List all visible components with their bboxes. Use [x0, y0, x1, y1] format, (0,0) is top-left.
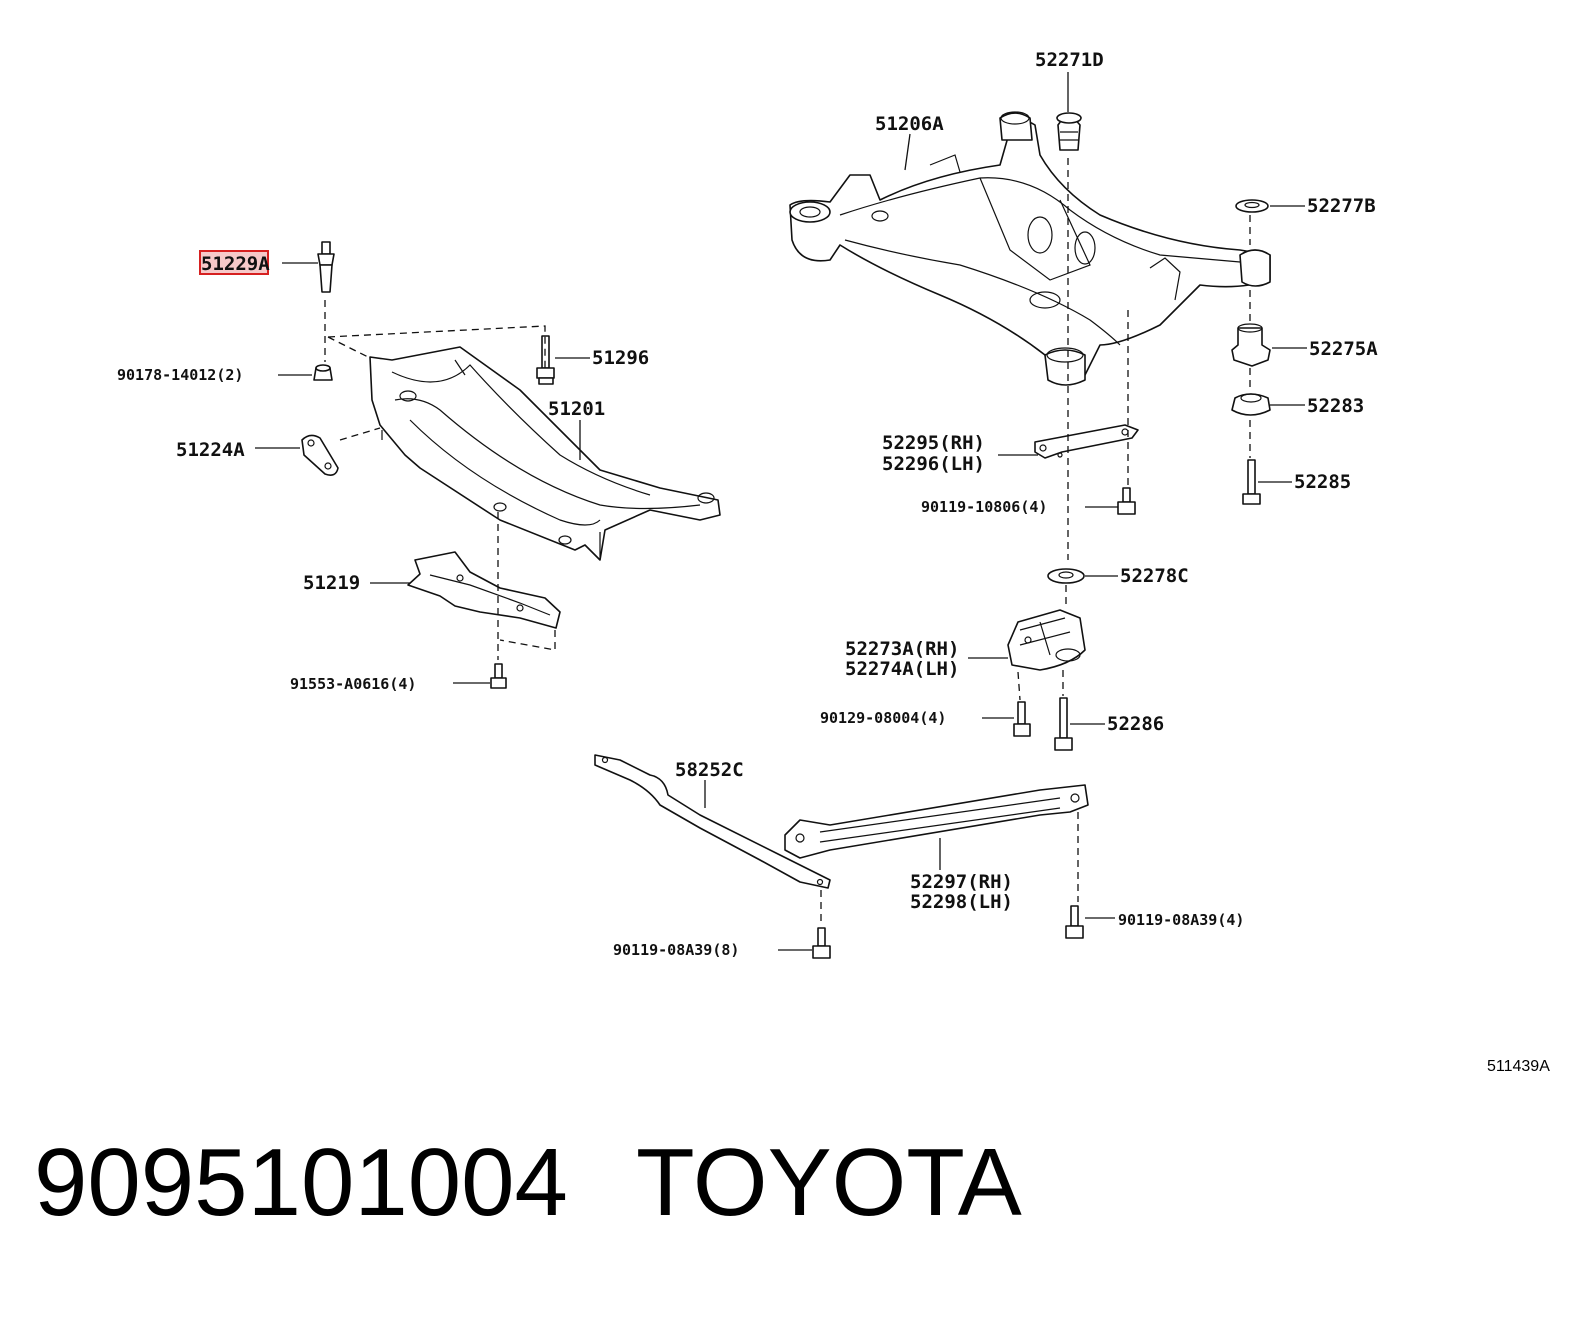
spacer-52283 — [1231, 393, 1271, 416]
label-52273A: 52273A(RH) — [845, 638, 959, 660]
bolt-52285 — [1242, 459, 1261, 505]
washer-52277B — [1235, 199, 1269, 213]
stopper-52271D — [1056, 112, 1082, 151]
nut-90178-14012 — [313, 364, 333, 381]
diagram-reference-code: 511439A — [1487, 1058, 1550, 1075]
label-52274A: 52274A(LH) — [845, 658, 959, 680]
bolt-90129-08004 — [1013, 701, 1031, 737]
label-52271D: 52271D — [1035, 49, 1104, 71]
label-52277B: 52277B — [1307, 195, 1376, 217]
label-52275A: 52275A — [1309, 338, 1378, 360]
label-52286: 52286 — [1107, 713, 1164, 735]
bolt-90119-08A39-left — [812, 927, 831, 959]
stud-51229A — [317, 241, 335, 293]
label-90119-08A39-4: 90119-08A39(4) — [1118, 911, 1244, 929]
arm-52295-52296 — [1034, 424, 1139, 459]
mount-52273A-52274A — [1007, 609, 1086, 671]
label-52283: 52283 — [1307, 395, 1364, 417]
brace-58252C — [594, 754, 831, 889]
bushing-52275A — [1231, 323, 1271, 367]
label-52285: 52285 — [1294, 471, 1351, 493]
bolt-90119-08A39-right — [1065, 905, 1084, 939]
label-90119-10806: 90119-10806(4) — [921, 498, 1047, 516]
label-52296: 52296(LH) — [882, 453, 985, 475]
label-90119-08A39-8: 90119-08A39(8) — [613, 941, 739, 959]
bolt-91553-A0616 — [490, 663, 507, 689]
plate-51219 — [407, 551, 561, 629]
label-51296: 51296 — [592, 347, 649, 369]
label-51219: 51219 — [303, 572, 360, 594]
label-90178-14012: 90178-14012(2) — [117, 366, 243, 384]
footer-part-number: 9095101004 — [34, 1129, 568, 1236]
brace-52297-52298 — [784, 784, 1089, 859]
label-90129-08004: 90129-08004(4) — [820, 709, 946, 727]
label-52278C: 52278C — [1120, 565, 1189, 587]
footer-brand: TOYOTA — [636, 1129, 1022, 1236]
bracket-51224A — [301, 434, 339, 476]
label-58252C: 58252C — [675, 759, 744, 781]
highlight-51229 — [199, 250, 269, 275]
label-51224A: 51224A — [176, 439, 245, 461]
rear-subframe-51206A — [789, 111, 1271, 386]
front-subframe-51201 — [369, 346, 721, 561]
bolt-90119-10806 — [1117, 487, 1136, 515]
label-51201: 51201 — [548, 398, 605, 420]
label-52295: 52295(RH) — [882, 432, 985, 454]
label-52297: 52297(RH) — [910, 871, 1013, 893]
label-91553-A0616: 91553-A0616(4) — [290, 675, 416, 693]
washer-52278C — [1047, 568, 1085, 584]
label-51206A: 51206A — [875, 113, 944, 135]
label-52298: 52298(LH) — [910, 891, 1013, 913]
bolt-52286 — [1054, 697, 1073, 751]
label-51229A: 51229A — [201, 253, 270, 275]
